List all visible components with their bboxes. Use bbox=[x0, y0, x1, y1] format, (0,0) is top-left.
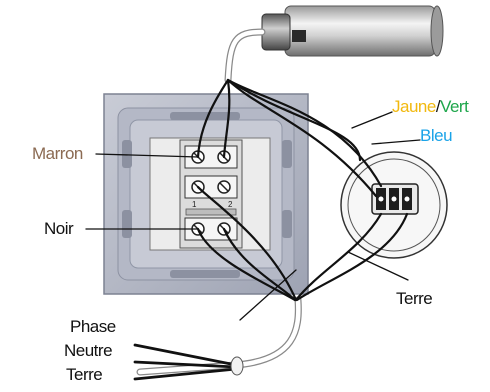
switch-module: 1 2 bbox=[149, 137, 271, 251]
terminal-number-2: 2 bbox=[228, 200, 233, 209]
terminal-number-1: 1 bbox=[192, 200, 197, 209]
wires bbox=[85, 78, 421, 381]
label-phase: Phase bbox=[70, 317, 116, 336]
label-bleu: Bleu bbox=[420, 126, 453, 145]
label-slash: / bbox=[435, 97, 441, 116]
label-neutre: Neutre bbox=[64, 341, 113, 360]
cable-collar bbox=[230, 356, 244, 376]
label-jaune-vert: Jaune/Vert bbox=[392, 97, 469, 116]
label-jaune: Jaune bbox=[392, 97, 436, 116]
label-terre-bottom: Terre bbox=[66, 365, 103, 384]
label-noir: Noir bbox=[44, 219, 74, 238]
motor bbox=[261, 5, 444, 57]
label-marron: Marron bbox=[32, 144, 83, 163]
junction-box bbox=[340, 151, 448, 259]
label-vert: Vert bbox=[440, 97, 469, 116]
label-terre-right: Terre bbox=[396, 289, 433, 308]
